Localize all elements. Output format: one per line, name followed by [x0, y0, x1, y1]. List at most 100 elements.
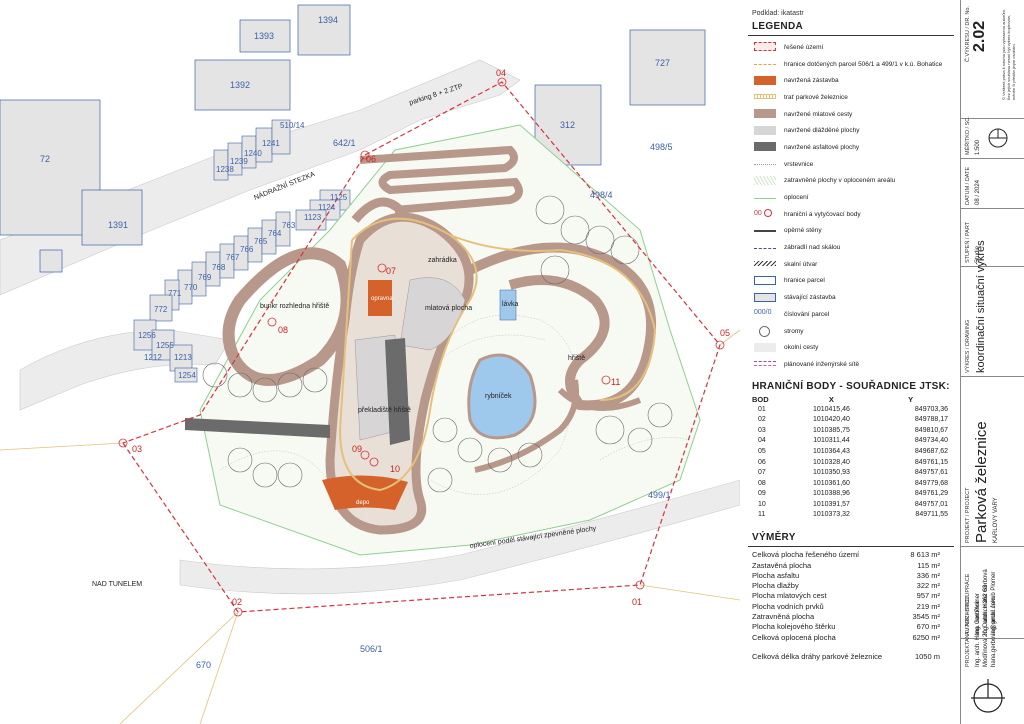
area-label: Zastavěná plocha [752, 560, 812, 570]
legend-item: navržená zástavba [748, 72, 954, 89]
legend-label: číslování parcel [784, 310, 830, 318]
parcel-number: 498/5 [650, 142, 673, 152]
authors-cell: AUTOR / SPOLUPRÁCE Ing. Jan Plomer Ing. … [960, 546, 1024, 638]
parcel-number: 510/14 [280, 121, 305, 130]
blue-box-icon [754, 275, 776, 286]
legend-item: stromy [748, 323, 954, 340]
table-cell: 1010328,40 [812, 458, 850, 466]
dash-dot-line-icon [754, 243, 776, 253]
table-cell: 849703,36 [914, 405, 948, 413]
legend-item: vrstevnice [748, 156, 954, 173]
parcel-number: 1125 [330, 193, 348, 202]
parcel-number: 1213 [174, 353, 192, 362]
scale-cell: MĚŘÍTKO / SC. 1:500 [960, 116, 1024, 158]
area-value: 8 613 m² [910, 550, 940, 560]
bp-label: 06 [366, 154, 376, 164]
track-length-value: 1050 m [914, 651, 940, 661]
row-parcels [133, 119, 351, 383]
area-label: Plocha dlažby [752, 581, 799, 591]
area-value: 6250 m² [912, 632, 940, 642]
area-row: Celková oplocená plocha 6250 m² [752, 633, 940, 643]
parcel-number: 1392 [230, 80, 250, 90]
drawing-caption: VÝKRES / DRAWING [965, 319, 971, 373]
parcel-number: 765 [254, 237, 268, 246]
bench-building [499, 289, 517, 321]
table-cell: 05 [758, 447, 766, 455]
date-value: 08 / 2024 [975, 179, 981, 205]
parcel-number: 72 [40, 154, 50, 164]
architect-line: hana.gerbova@gmail.com [991, 596, 997, 667]
parcel-number: 766 [240, 245, 254, 254]
dotted-line-icon [754, 159, 776, 169]
bp-label: 04 [496, 68, 506, 78]
legend-item: trať parkové železnice [748, 89, 954, 106]
dashed-red-box-icon [754, 42, 776, 52]
grass-hatch-icon [754, 175, 776, 186]
legend-label: řešené území [784, 43, 824, 51]
legend-item: navržené asfaltové plochy [748, 139, 954, 156]
red-target-icon: 00 [754, 209, 776, 219]
repair-building [368, 280, 392, 316]
orange-fill-icon [754, 75, 776, 86]
area-value: 115 m² [917, 560, 940, 570]
architect-logo-icon [971, 679, 1005, 713]
bp-label: 08 [278, 325, 288, 335]
scale-caption: MĚŘÍTKO / SC. [965, 116, 971, 155]
legend-label: zatravněné plochy v oploceném areálu [784, 177, 896, 185]
legend-item: zatravněné plochy v oploceném areálu [748, 173, 954, 190]
asphalt-strip [385, 338, 410, 445]
parcel-number: 1238 [216, 165, 234, 174]
purple-pink-lines-icon [754, 359, 776, 369]
parcel-number: 1123 [304, 213, 322, 222]
drawing-title: koordinační situační výkres [975, 240, 987, 373]
rail-track [338, 217, 657, 492]
table-cell: 04 [758, 437, 766, 445]
parcel-number: 1393 [254, 31, 274, 41]
parcel-number: 1255 [156, 341, 174, 350]
legend-label: trať parkové železnice [784, 93, 848, 101]
parcel-number: 670 [196, 660, 211, 670]
legend-label: zábradlí nad skálou [784, 244, 841, 252]
site-plan: 01 02 03 04 05 06 07 08 09 10 11 1394 13… [0, 4, 740, 724]
table-cell: 1010388,96 [812, 490, 850, 498]
parcel-number: 312 [560, 120, 575, 130]
parcel-number: 764 [268, 229, 282, 238]
table-cell: 1010364,43 [812, 447, 850, 455]
legend-title: LEGENDA [752, 21, 803, 32]
legend-label: navržená zástavba [784, 77, 839, 85]
legend-label: stávající zástavba [784, 294, 836, 302]
area-label: Plocha mlatových cest [752, 591, 827, 601]
architect-line: Ing. arch. Hana Gerbová [975, 601, 981, 667]
parcel-number: 1254 [178, 371, 196, 380]
parcel-number: 1212 [144, 353, 162, 362]
table-cell: 1010373,32 [812, 511, 850, 519]
legend-item: skalní útvar [748, 256, 954, 273]
sheet-number: 2.02 [971, 20, 988, 52]
zigzag-line-icon [754, 259, 776, 269]
parcel-number: 771 [168, 289, 182, 298]
area-label: Celková oplocená plocha [752, 632, 836, 642]
legend-item: navržené mlatové cesty [748, 106, 954, 123]
legend-label: okolní cesty [784, 344, 819, 352]
legend-label: hranice parcel [784, 277, 825, 285]
table-cell: 08 [758, 479, 766, 487]
legend-sample: 000/0 [754, 309, 772, 317]
mlat-paths [222, 145, 657, 473]
track-length-row: Celková délka dráhy parkové železnice 10… [752, 652, 940, 662]
light-grey-fill-icon [754, 125, 776, 136]
table-cell: 1010391,57 [812, 500, 850, 508]
